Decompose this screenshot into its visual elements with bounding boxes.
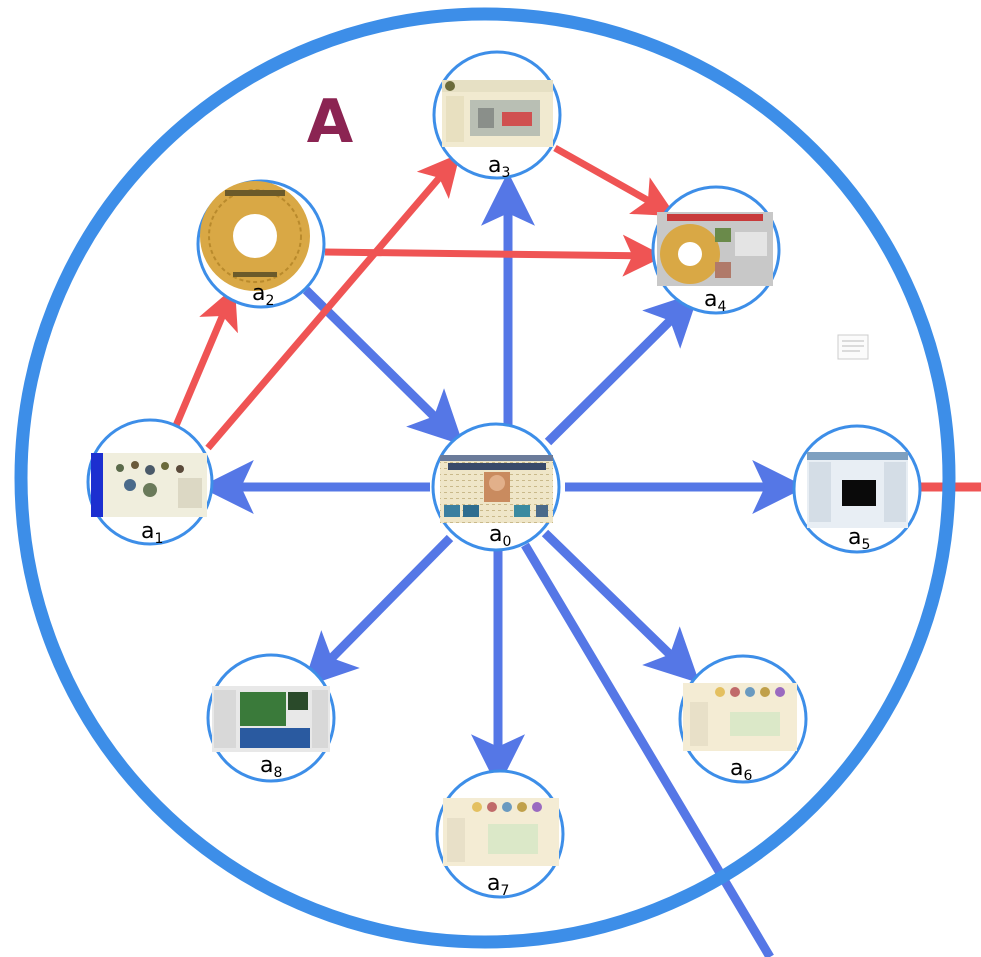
web-page-thumbnail (91, 453, 207, 517)
edge-a0-a8 (302, 534, 454, 688)
node-a8[interactable]: a8 (206, 653, 336, 783)
homepage-with-photo-thumbnail (440, 455, 553, 523)
edges-layer (171, 144, 807, 789)
edge-a1-a3 (205, 153, 461, 451)
node-a5-label: a5 (848, 525, 870, 553)
node-a2[interactable]: a2 (196, 179, 326, 309)
web-page-thumbnail (683, 683, 797, 751)
web-page-thumbnail (443, 798, 559, 866)
node-a3[interactable]: a3 (432, 50, 562, 181)
node-a2-label: a2 (252, 281, 274, 309)
node-a6[interactable]: a6 (678, 654, 808, 784)
node-a4-label: a4 (704, 287, 726, 315)
edge-a2-a4 (324, 234, 665, 277)
set-boundary (14, 7, 956, 949)
node-a4[interactable]: a4 (651, 185, 781, 315)
node-a7-label: a7 (487, 871, 509, 899)
stray-document-thumbnail (837, 334, 869, 360)
node-a8-label: a8 (260, 753, 282, 781)
cd-disc-page-thumbnail (657, 212, 773, 286)
suse-page-thumbnail (212, 686, 330, 752)
node-a1[interactable]: a1 (86, 418, 214, 547)
node-a7[interactable]: a7 (435, 769, 565, 899)
set-label: A (307, 87, 354, 157)
nodes-layer: a0 a1 (86, 50, 922, 899)
edge-a2-a0 (302, 286, 464, 446)
node-a0[interactable]: a0 (431, 422, 561, 552)
node-a6-label: a6 (730, 756, 752, 784)
web-page-thumbnail (442, 80, 553, 147)
node-a3-label: a3 (488, 153, 510, 181)
edge-a3-a4 (553, 144, 676, 217)
edge-a0-a4 (544, 291, 700, 446)
node-a1-label: a1 (141, 519, 163, 547)
external-link-blue (521, 542, 774, 957)
node-a0-label: a0 (489, 522, 511, 550)
node-a5[interactable]: a5 (792, 424, 922, 554)
cd-disc-thumbnail (200, 181, 310, 291)
edge-a1-a2 (171, 286, 238, 430)
web-page-thumbnail (807, 452, 908, 528)
edge-a0-a6 (541, 529, 700, 684)
